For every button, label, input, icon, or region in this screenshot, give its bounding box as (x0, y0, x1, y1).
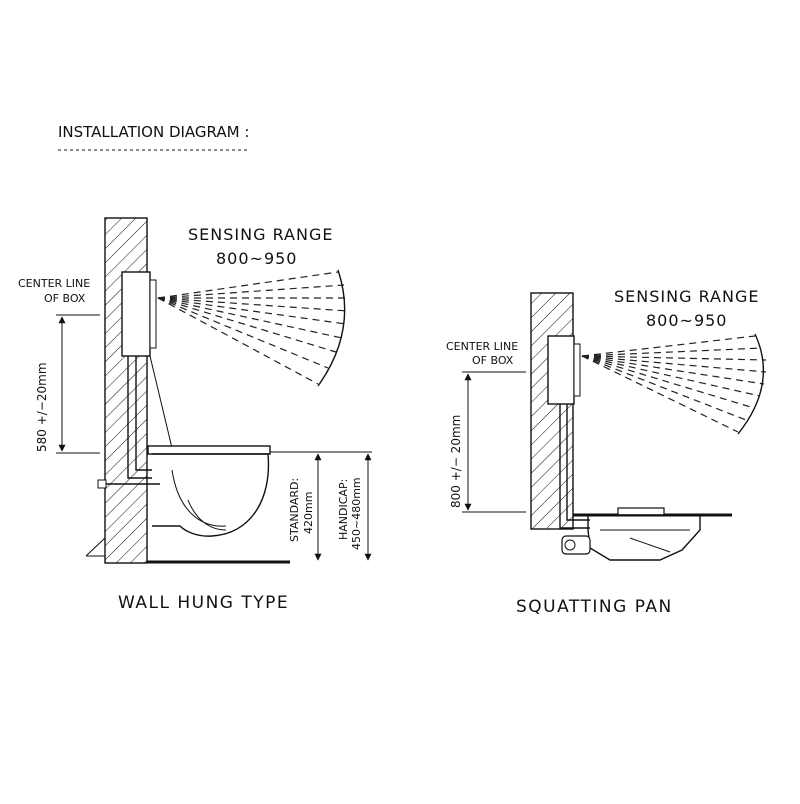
wall-hung-toilet (147, 445, 271, 537)
wall-hung-height-label: 580 +/−20mm (35, 362, 49, 452)
wall-hung-sensor-box (121, 271, 151, 357)
wall-hung-wall (104, 217, 148, 564)
wall-hung-pipe-1 (127, 356, 152, 479)
diagram-title: INSTALLATION DIAGRAM : (58, 123, 249, 141)
squatting-of-box-label: OF BOX (472, 354, 514, 367)
handicap-value: 450~480mm (350, 477, 363, 550)
wall-hung-pipe-2 (135, 356, 152, 471)
wall-hung-sensing-cone (157, 269, 349, 387)
wall-hung-center-line-label: CENTER LINE (18, 277, 90, 290)
squatting-pipe-1 (559, 404, 590, 529)
squatting-sensing-range: 800~950 (646, 311, 727, 330)
squatting-sensing-cone (581, 333, 767, 435)
squatting-pan (561, 507, 701, 561)
wall-hung-sensing-range: 800~950 (216, 249, 297, 268)
squatting-caption: SQUATTING PAN (516, 597, 673, 617)
squatting-sensing-label: SENSING RANGE (614, 287, 759, 306)
squatting-sensor-window (573, 343, 581, 397)
handicap-label: HANDICAP: (337, 479, 350, 540)
wall-hung-caption: WALL HUNG TYPE (118, 593, 289, 613)
wall-hung-sensing-label: SENSING RANGE (188, 225, 333, 244)
squatting-center-line-label: CENTER LINE (446, 340, 518, 353)
squatting-wall (530, 292, 574, 530)
squatting-pipe-2 (566, 404, 590, 521)
squatting-drawing (462, 292, 767, 561)
squatting-sensor-box (547, 335, 575, 405)
standard-label: STANDARD: (288, 478, 301, 542)
wall-hung-of-box-label: OF BOX (44, 292, 86, 305)
wall-hung-sensor-window (149, 279, 157, 349)
squatting-height-label: 800 +/− 20mm (449, 415, 463, 508)
wall-hung-drawing (56, 217, 372, 564)
standard-value: 420mm (302, 492, 315, 534)
